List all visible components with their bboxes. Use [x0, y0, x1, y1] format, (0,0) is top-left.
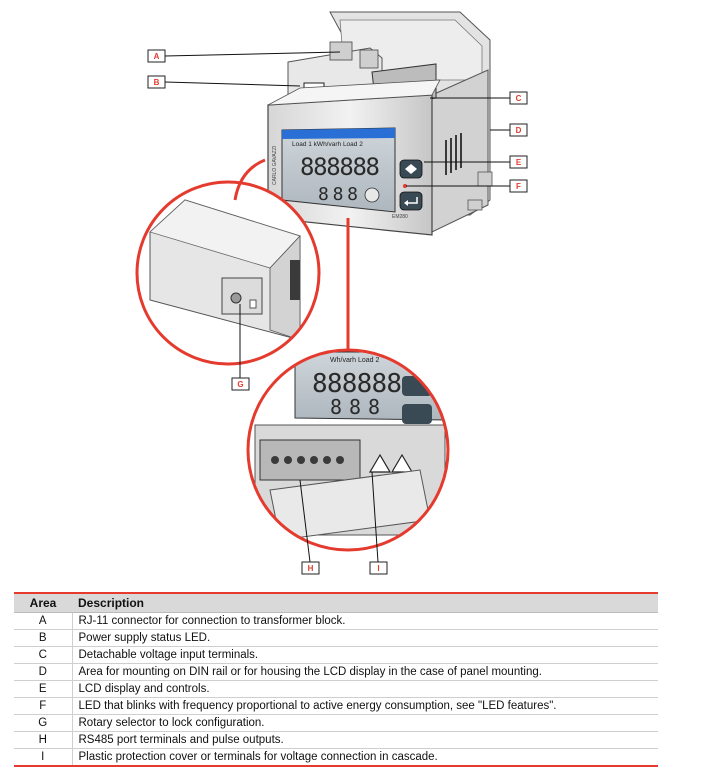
svg-text:888: 888 — [318, 184, 358, 205]
callout-d: D — [509, 123, 528, 137]
svg-text:I: I — [377, 564, 379, 573]
callout-c: C — [509, 91, 528, 105]
legend-area: A — [14, 612, 73, 630]
svg-text:D: D — [516, 126, 522, 135]
svg-text:C: C — [516, 94, 522, 103]
svg-text:F: F — [516, 182, 521, 191]
zoom-circle-rotary-selector — [135, 180, 321, 366]
legend-description: RJ-11 connector for connection to transf… — [72, 612, 658, 630]
legend-area: B — [14, 629, 73, 647]
svg-text:888888: 888888 — [312, 369, 402, 399]
svg-text:CARLO GAVAZZI: CARLO GAVAZZI — [272, 146, 278, 185]
callout-leaders — [164, 51, 510, 563]
callout-f: F — [509, 179, 528, 193]
callout-b: B — [147, 75, 166, 89]
callout-h: H — [301, 561, 320, 575]
svg-text:EM280: EM280 — [392, 214, 408, 220]
callout-g: G — [231, 377, 250, 391]
legend-area: F — [14, 697, 73, 715]
device-diagram: A1 A2 Load 1 kWh/varh Load 2 888888 888 … — [135, 11, 528, 575]
legend-description: Area for mounting on DIN rail or for hou… — [72, 663, 658, 681]
main-device: A1 A2 Load 1 kWh/varh Load 2 888888 888 … — [267, 11, 493, 236]
legend-description: Plastic protection cover or terminals fo… — [72, 748, 658, 767]
rotary-selector-icon — [230, 292, 242, 304]
legend-area: C — [14, 646, 73, 664]
svg-text:E: E — [516, 158, 522, 167]
callout-e: E — [509, 155, 528, 169]
legend-description: Rotary selector to lock configuration. — [72, 714, 658, 732]
legend-header-row: Area Description — [14, 592, 658, 613]
svg-text:888888: 888888 — [300, 153, 380, 181]
legend-area: G — [14, 714, 73, 732]
svg-text:Load 1 kWh/varh Load 2: Load 1 kWh/varh Load 2 — [292, 141, 363, 148]
legend-area: H — [14, 731, 73, 749]
callout-a: A — [147, 49, 166, 63]
enter-button — [399, 191, 423, 211]
legend-description: Power supply status LED. — [72, 629, 658, 647]
legend-area: I — [14, 748, 73, 767]
legend-description: LED that blinks with frequency proportio… — [72, 697, 658, 715]
svg-text:H: H — [308, 564, 314, 573]
legend-header-area: Area — [14, 592, 72, 613]
zoom-circle-terminals: Wh/varh Load 2 888888 888 — [246, 348, 450, 552]
legend-header-description: Description — [72, 592, 658, 613]
svg-text:A: A — [154, 52, 160, 61]
legend-area: D — [14, 663, 73, 681]
energy-led — [403, 184, 407, 188]
legend-description: Detachable voltage input terminals. — [72, 646, 658, 664]
svg-text:B: B — [154, 78, 160, 87]
legend-description: RS485 port terminals and pulse outputs. — [72, 731, 658, 749]
legend-area: E — [14, 680, 73, 698]
svg-text:G: G — [237, 380, 243, 389]
callout-i: I — [369, 561, 388, 575]
svg-text:Wh/varh Load 2: Wh/varh Load 2 — [330, 357, 380, 364]
legend-description: LCD display and controls. — [72, 680, 658, 698]
svg-text:888: 888 — [330, 395, 380, 419]
